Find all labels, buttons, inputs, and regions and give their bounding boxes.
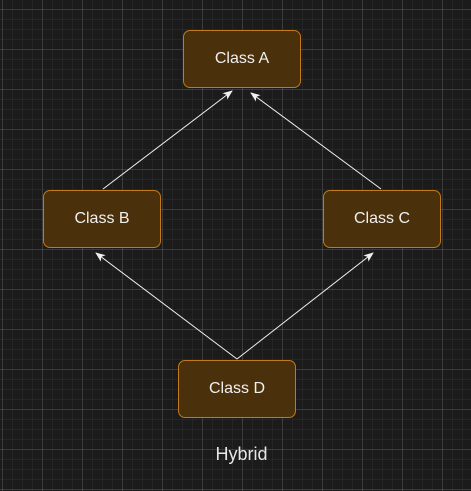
diagram-caption: Hybrid: [215, 444, 268, 464]
node-class-a[interactable]: Class A: [183, 30, 301, 88]
node-class-d[interactable]: Class D: [178, 360, 296, 418]
edge-d-to-b[interactable]: [95, 252, 238, 360]
edge-d-to-c[interactable]: [236, 252, 374, 360]
edge-c-to-a[interactable]: [250, 92, 382, 190]
node-class-b[interactable]: Class B: [43, 190, 161, 248]
node-class-c-label: Class C: [353, 210, 410, 227]
node-class-c[interactable]: Class C: [323, 190, 441, 248]
node-class-b-label: Class B: [74, 210, 130, 227]
node-class-a-label: Class A: [214, 50, 270, 67]
node-class-d-label: Class D: [208, 380, 265, 397]
edge-b-to-a[interactable]: [102, 90, 233, 190]
